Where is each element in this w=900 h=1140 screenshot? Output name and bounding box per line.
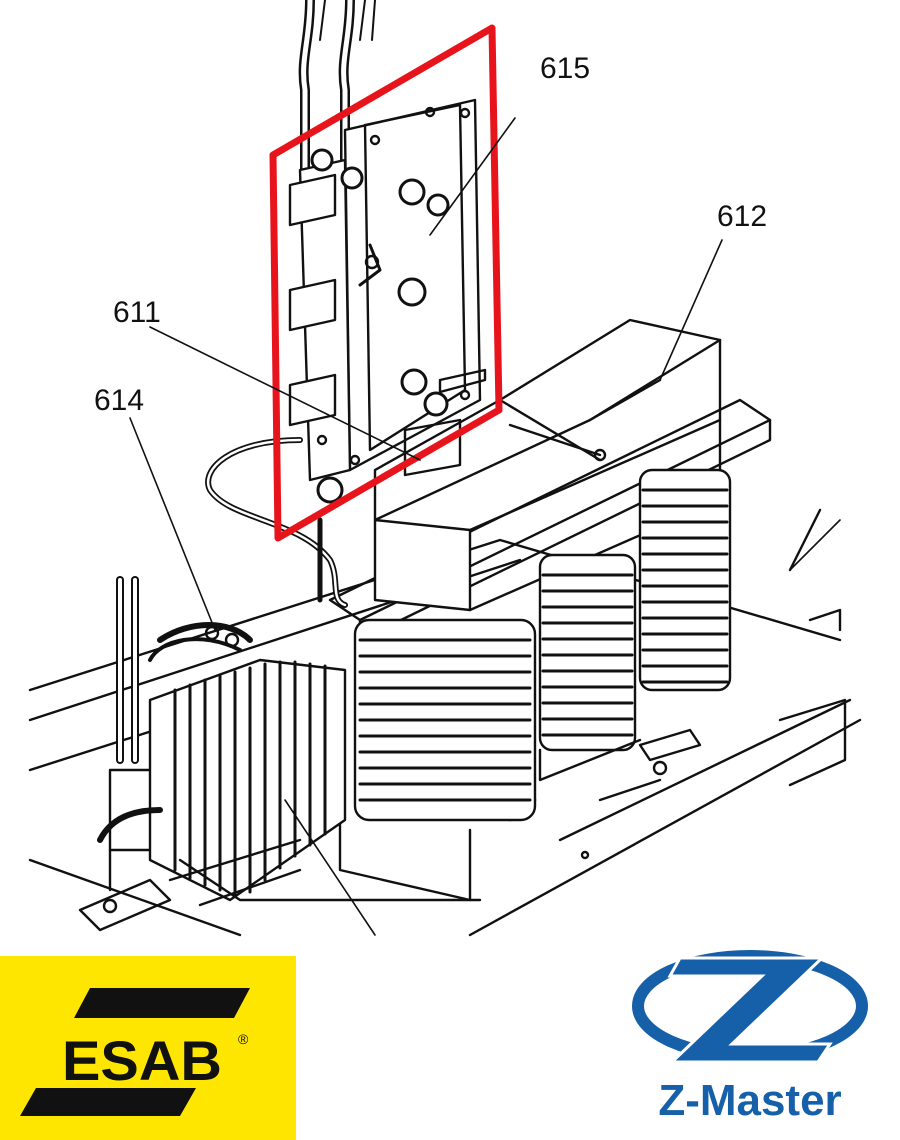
exploded-parts-drawing — [28, 0, 862, 937]
pcb-board-615 — [288, 0, 487, 504]
coil-right — [638, 468, 732, 692]
zmaster-wordmark: Z-Master — [658, 1076, 842, 1125]
cable-loop — [205, 437, 348, 608]
highlight-frame — [269, 24, 503, 542]
callout-612: 612 — [717, 200, 768, 233]
leader-lines — [129, 117, 841, 936]
transformer-612 — [328, 318, 772, 902]
coil-left — [353, 618, 537, 822]
heatsink-614 — [97, 576, 482, 907]
zmaster-emblem-icon — [632, 950, 868, 1064]
callout-611: 611 — [113, 296, 161, 329]
svg-text:ESAB: ESAB — [62, 1029, 222, 1092]
esab-logo: ESAB ® — [0, 956, 296, 1140]
callout-615: 615 — [540, 52, 591, 85]
callout-614: 614 — [94, 384, 145, 417]
coil-center — [538, 553, 637, 752]
zmaster-logo: Z-Master — [600, 944, 900, 1140]
svg-text:®: ® — [238, 1031, 249, 1047]
